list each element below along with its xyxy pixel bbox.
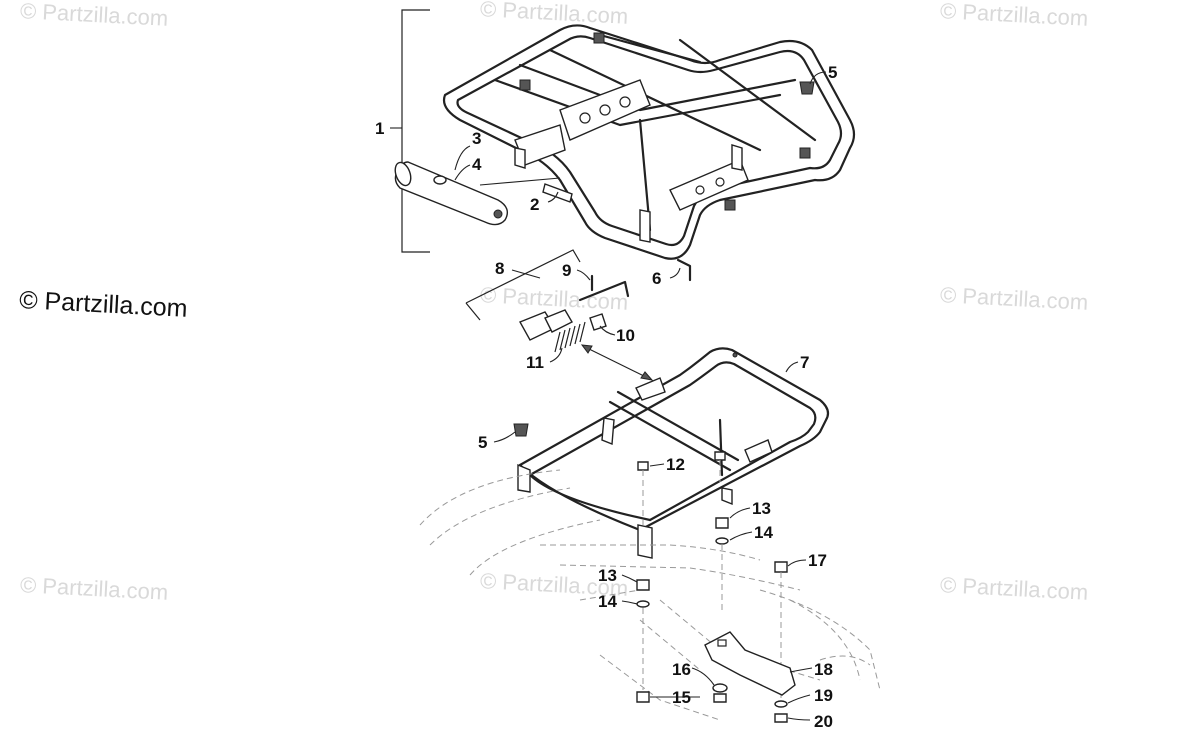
latch-assembly [465, 249, 654, 381]
callout-13-right: 13 [752, 499, 771, 518]
callout-1: 1 [375, 119, 384, 138]
upper-rack [442, 24, 856, 260]
callout-6: 6 [652, 269, 661, 288]
bumper-5-lower [513, 423, 529, 437]
pin-6 [676, 258, 692, 282]
callout-4: 4 [472, 155, 482, 174]
group-bracket-1 [401, 9, 430, 253]
callout-19: 19 [814, 686, 833, 705]
callout-labels: 1 2 3 4 5 6 7 8 9 10 11 12 13 14 5 13 14… [375, 63, 837, 731]
callout-14-left: 14 [598, 592, 617, 611]
callout-15: 15 [672, 688, 691, 707]
callout-13-left: 13 [598, 566, 617, 585]
lower-frame [517, 347, 830, 559]
callout-7: 7 [800, 353, 809, 372]
callout-10: 10 [616, 326, 635, 345]
callout-14-right: 14 [754, 523, 773, 542]
grip-tube [394, 161, 561, 226]
callout-5-lower: 5 [478, 433, 487, 452]
callout-2: 2 [530, 195, 539, 214]
callout-3: 3 [472, 129, 481, 148]
leader-lines [454, 71, 827, 721]
callout-12: 12 [666, 455, 685, 474]
callout-11: 11 [526, 353, 544, 372]
callout-20: 20 [814, 712, 833, 731]
fasteners [636, 451, 796, 723]
bumper-5-upper [799, 81, 815, 95]
callout-17: 17 [808, 551, 827, 570]
callout-18: 18 [814, 660, 833, 679]
callout-5-upper: 5 [828, 63, 837, 82]
callout-9: 9 [562, 261, 571, 280]
callout-8: 8 [495, 259, 504, 278]
vehicle-outline [419, 469, 881, 721]
callout-16: 16 [672, 660, 691, 679]
